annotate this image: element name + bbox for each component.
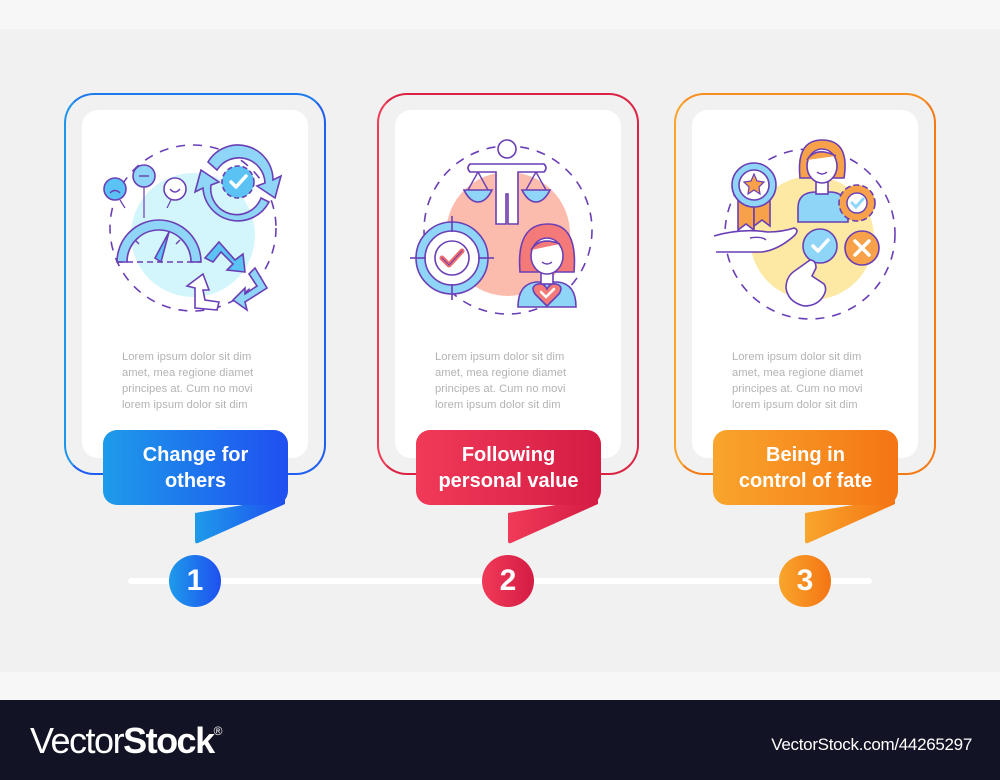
step-1-label-tail bbox=[195, 498, 285, 544]
brand-bold: Stock bbox=[123, 720, 215, 761]
watermark-footer: VectorStock® VectorStock.com/44265297 bbox=[0, 700, 1000, 780]
brand-light: Vector bbox=[30, 720, 125, 761]
image-id-url: VectorStock.com/44265297 bbox=[771, 735, 972, 754]
top-margin bbox=[0, 0, 1000, 29]
step-3-title: Being in control of fate bbox=[713, 430, 898, 505]
decision-control-icon bbox=[713, 139, 896, 320]
step-2-description: Lorem ipsum dolor sit dim amet, mea regi… bbox=[435, 351, 567, 411]
vectorstock-logo: VectorStock® bbox=[30, 720, 222, 762]
step-1-number-badge: 1 bbox=[169, 555, 221, 607]
registered-mark: ® bbox=[213, 724, 223, 738]
step-1-title: Change for others bbox=[103, 430, 288, 505]
customer-satisfaction-recycle-icon bbox=[103, 144, 283, 312]
step-1-description: Lorem ipsum dolor sit dim amet, mea regi… bbox=[122, 351, 254, 411]
personal-values-balance-icon bbox=[410, 139, 593, 315]
step-3-number-badge: 3 bbox=[779, 555, 831, 607]
step-2-label-tail bbox=[508, 498, 598, 544]
step-3-description: Lorem ipsum dolor sit dim amet, mea regi… bbox=[732, 351, 864, 411]
bottom-margin bbox=[0, 672, 1000, 700]
step-2-number-badge: 2 bbox=[482, 555, 534, 607]
step-2-title: Following personal value bbox=[416, 430, 601, 505]
step-3-label-tail bbox=[805, 498, 895, 544]
